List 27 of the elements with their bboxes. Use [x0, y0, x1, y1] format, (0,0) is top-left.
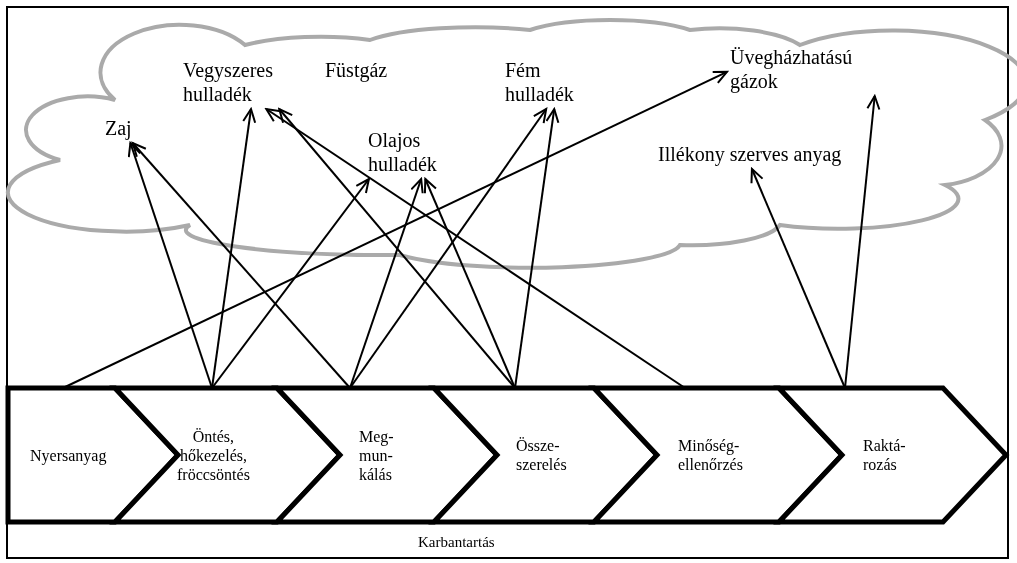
emission-label: Fém hulladék	[505, 58, 605, 106]
step-label: Öntés, hőkezelés, fröccsöntés	[177, 426, 250, 484]
arrow	[265, 108, 686, 389]
arrow	[423, 178, 516, 389]
step-label: Meg- mun- kálás	[359, 426, 394, 484]
step-label: Nyersanyag	[30, 445, 107, 465]
arrow	[211, 108, 257, 389]
emission-label: Illékony szerves anyag	[658, 142, 842, 166]
maintenance-label: Karbantartás	[418, 534, 495, 551]
arrow	[844, 95, 881, 389]
step-label: Raktá- rozás	[863, 436, 906, 474]
arrow	[514, 108, 560, 389]
arrow	[62, 70, 728, 389]
emission-label: Üvegházhatású gázok	[730, 45, 880, 93]
emission-label: Olajos hulladék	[368, 128, 468, 176]
arrow	[349, 108, 548, 389]
arrow	[131, 142, 351, 389]
arrow	[127, 142, 213, 389]
arrow	[278, 108, 516, 389]
arrow	[349, 178, 424, 389]
emission-label: Vegyszeres hulladék	[183, 58, 308, 106]
step-label: Össze- szerelés	[516, 436, 567, 474]
arrow	[211, 178, 370, 389]
arrow	[750, 168, 846, 389]
emission-label: Füstgáz	[325, 58, 388, 82]
step-label: Minőség- ellenőrzés	[678, 436, 743, 474]
emission-label: Zaj	[105, 116, 132, 140]
